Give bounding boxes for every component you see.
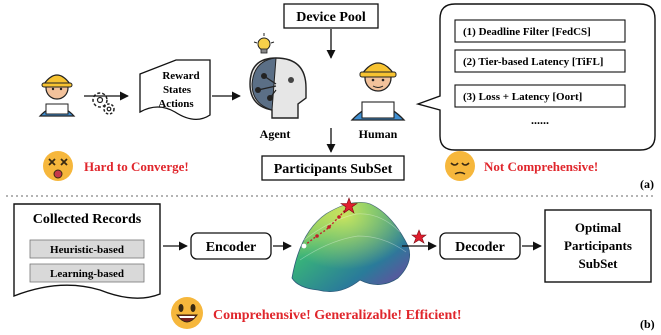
grinning-face-emoji bbox=[171, 297, 203, 329]
hard-to-converge-text: Hard to Converge! bbox=[84, 159, 189, 174]
optimal-subset-box: Optimal Participants SubSet bbox=[544, 209, 652, 283]
methods-speech-bubble: (1) Deadline Filter [FedCS] (2) Tier-bas… bbox=[415, 3, 656, 151]
states-label: States bbox=[163, 84, 192, 96]
optimal-line-2: Participants bbox=[564, 238, 632, 253]
optimal-line-1: Optimal bbox=[575, 220, 622, 235]
device-pool-box: Device Pool bbox=[283, 3, 379, 29]
methods-ellipsis: ...... bbox=[531, 113, 549, 127]
learning-pill bbox=[29, 263, 145, 283]
heuristic-pill bbox=[29, 239, 145, 259]
method-box-1 bbox=[454, 19, 626, 43]
panel-a-label: (a) bbox=[640, 177, 654, 191]
reward-states-actions-box: Reward States Actions bbox=[139, 59, 211, 120]
worker-icon-left bbox=[38, 74, 76, 117]
method-3-label: (3) Loss + Latency [Oort] bbox=[463, 91, 582, 103]
collected-records-box: Collected Records Heuristic-based Learni… bbox=[13, 203, 161, 299]
human-label: Human bbox=[359, 127, 398, 141]
gears-icon bbox=[92, 92, 115, 115]
slogan-text: Comprehensive! Generalizable! Efficient! bbox=[213, 308, 462, 323]
actions-label: Actions bbox=[158, 98, 194, 110]
peak-star-icon bbox=[340, 197, 358, 214]
path-start-point bbox=[301, 243, 307, 249]
reward-label: Reward bbox=[162, 70, 199, 82]
decoder-label: Decoder bbox=[455, 240, 505, 255]
method-1-label: (1) Deadline Filter [FedCS] bbox=[463, 26, 591, 38]
collected-records-title: Collected Records bbox=[33, 212, 142, 227]
device-pool-label: Device Pool bbox=[296, 10, 366, 25]
learning-label: Learning-based bbox=[50, 268, 124, 280]
decoder-box: Decoder bbox=[439, 232, 521, 260]
encoder-box: Encoder bbox=[190, 232, 272, 260]
method-box-3 bbox=[454, 84, 626, 108]
selected-star-icon bbox=[411, 229, 427, 244]
panel-b-label: (b) bbox=[640, 317, 655, 331]
encoder-label: Encoder bbox=[206, 240, 257, 255]
optimization-path bbox=[303, 205, 349, 247]
agent-robot-icon bbox=[249, 57, 307, 119]
method-2-label: (2) Tier-based Latency [TiFL] bbox=[463, 56, 603, 68]
dizzy-face-emoji bbox=[43, 151, 73, 181]
heuristic-label: Heuristic-based bbox=[50, 244, 124, 256]
participants-subset-label: Participants SubSet bbox=[274, 162, 393, 177]
optimization-surface bbox=[291, 201, 411, 293]
not-comprehensive-text: Not Comprehensive! bbox=[484, 159, 598, 174]
pensive-face-emoji bbox=[445, 151, 475, 181]
participants-subset-box: Participants SubSet bbox=[261, 155, 405, 181]
lightbulb-icon bbox=[253, 33, 275, 54]
method-box-2 bbox=[454, 49, 626, 73]
agent-label: Agent bbox=[260, 127, 291, 141]
human-worker-icon bbox=[350, 62, 406, 121]
optimal-line-3: SubSet bbox=[578, 256, 618, 271]
